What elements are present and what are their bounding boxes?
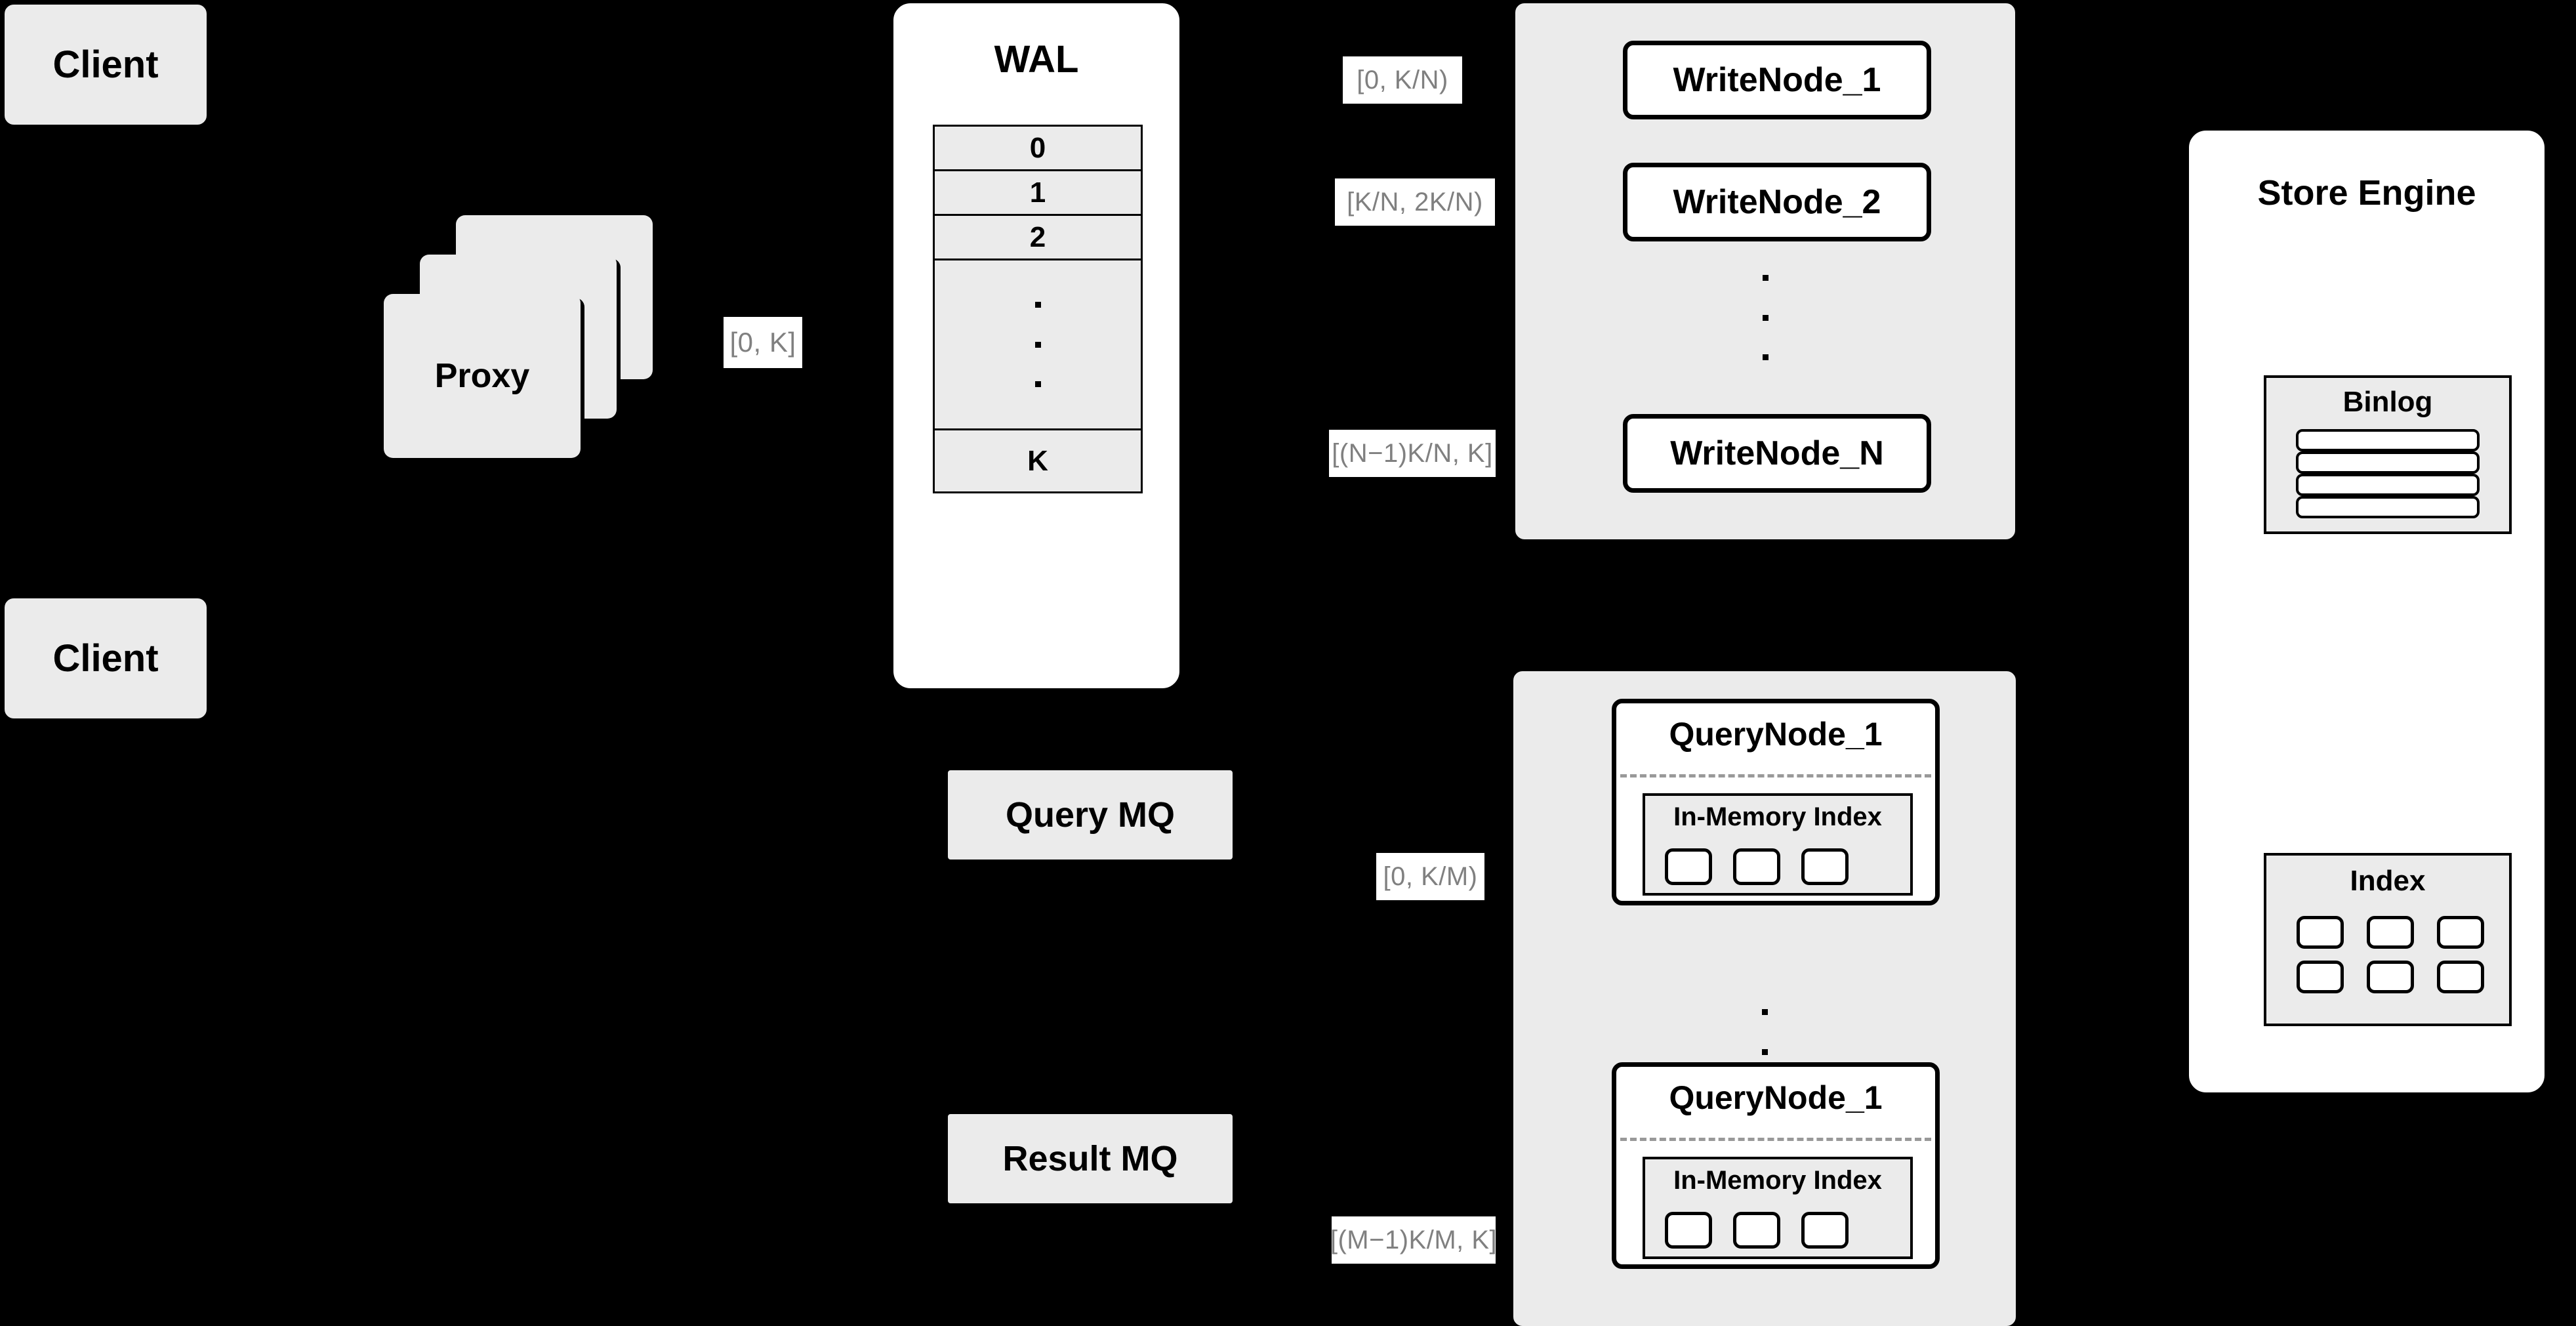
write-node-2-label: WriteNode_2 (1673, 183, 1881, 221)
client-node-1[interactable]: Client (5, 5, 207, 125)
result-mq-node[interactable]: Result MQ (948, 1114, 1233, 1203)
query-node-1-separator (1620, 774, 1931, 777)
ellipsis-dot (1761, 1009, 1768, 1015)
write-cluster-ellipsis (1517, 275, 2014, 360)
edge-label-querynode-1-text: [0, K/M) (1383, 861, 1478, 891)
wal-row-ellipsis (933, 259, 1143, 430)
ellipsis-dot (1761, 1048, 1768, 1055)
write-node-n[interactable]: WriteNode_N (1623, 414, 1931, 493)
ellipsis-dot (1762, 275, 1768, 281)
wal-row-0: 0 (933, 125, 1143, 171)
client-node-1-label: Client (52, 43, 159, 86)
query-node-m-label: QueryNode_1 (1669, 1079, 1883, 1116)
index-cell (1801, 848, 1849, 885)
edge-label-writenode-1-text: [0, K/N) (1357, 65, 1448, 94)
query-node-m-in-memory-index-title: In-Memory Index (1673, 1166, 1882, 1195)
query-node-1-label: QueryNode_1 (1669, 716, 1883, 753)
proxy-stack[interactable]: Proxy (377, 215, 685, 458)
wal-title: WAL (994, 38, 1079, 81)
wal-row-k-label: K (1027, 444, 1048, 477)
edge-label-querynode-m: [(M−1)K/M, K] (1330, 1216, 1498, 1264)
index-cell (2297, 961, 2344, 993)
ellipsis-dot (1034, 381, 1041, 387)
wal-ellipsis-dots (1034, 302, 1041, 387)
ellipsis-dot (1762, 354, 1768, 360)
index-cell (1801, 1212, 1849, 1249)
query-node-m[interactable]: QueryNode_1 In-Memory Index (1612, 1062, 1940, 1269)
edge-label-proxy-to-wal-text: [0, K] (729, 327, 796, 358)
proxy-label: Proxy (434, 357, 530, 395)
query-node-1-in-memory-index-title: In-Memory Index (1673, 802, 1882, 831)
index-cell (2297, 916, 2344, 949)
index-panel: Index (2264, 853, 2512, 1026)
wal-row-2: 2 (933, 214, 1143, 260)
store-engine-panel: Store Engine Binlog Index (2189, 131, 2545, 1092)
binlog-row (2296, 496, 2480, 518)
index-cell (1733, 1212, 1780, 1249)
query-mq-node[interactable]: Query MQ (948, 770, 1233, 860)
write-node-cluster: WriteNode_1 WriteNode_2 WriteNode_N (1515, 3, 2015, 539)
wal-row-0-label: 0 (1029, 131, 1046, 164)
edge-label-querynode-m-text: [(M−1)K/M, K] (1330, 1225, 1498, 1254)
write-node-1[interactable]: WriteNode_1 (1623, 41, 1931, 119)
proxy-card-front[interactable]: Proxy (384, 294, 581, 458)
edge-label-writenode-n: [(N−1)K/N, K] (1329, 430, 1496, 477)
index-cell (2367, 916, 2414, 949)
index-cell (1665, 848, 1712, 885)
index-cell (2437, 916, 2484, 949)
binlog-panel: Binlog (2264, 375, 2512, 534)
query-node-1[interactable]: QueryNode_1 In-Memory Index (1612, 699, 1940, 905)
edge-label-writenode-2: [K/N, 2K/N) (1335, 178, 1495, 226)
query-node-m-separator (1620, 1138, 1931, 1141)
query-node-1-in-memory-index: In-Memory Index (1643, 793, 1913, 896)
wal-row-2-label: 2 (1029, 220, 1046, 253)
index-cell (2367, 961, 2414, 993)
ellipsis-dot (1034, 341, 1041, 348)
edge-label-proxy-to-wal: [0, K] (724, 317, 802, 368)
store-engine-title: Store Engine (2257, 173, 2476, 213)
ellipsis-dot (1034, 302, 1041, 308)
wal-row-1-label: 1 (1029, 176, 1046, 209)
query-node-cluster: QueryNode_1 In-Memory Index QueryNode_1 … (1513, 671, 2016, 1326)
binlog-title: Binlog (2342, 386, 2433, 418)
query-mq-label: Query MQ (1005, 795, 1176, 835)
wal-row-1: 1 (933, 169, 1143, 216)
wal-row-k: K (933, 428, 1143, 493)
query-node-m-in-memory-index: In-Memory Index (1643, 1157, 1913, 1259)
index-cell (1665, 1212, 1712, 1249)
edge-label-writenode-1: [0, K/N) (1343, 56, 1462, 104)
write-node-n-label: WriteNode_N (1670, 434, 1884, 472)
client-node-2-label: Client (52, 637, 159, 680)
binlog-row (2296, 429, 2480, 451)
client-node-2[interactable]: Client (5, 598, 207, 718)
edge-label-writenode-2-text: [K/N, 2K/N) (1347, 187, 1483, 217)
result-mq-label: Result MQ (1002, 1139, 1178, 1178)
edge-label-writenode-n-text: [(N−1)K/N, K] (1332, 438, 1493, 468)
index-cell (2437, 961, 2484, 993)
binlog-row (2296, 451, 2480, 474)
binlog-row (2296, 474, 2480, 496)
ellipsis-dot (1762, 314, 1768, 321)
wal-panel: WAL 0 1 2 K (893, 3, 1179, 688)
edge-label-querynode-1: [0, K/M) (1376, 853, 1484, 900)
write-node-2[interactable]: WriteNode_2 (1623, 163, 1931, 241)
index-cell (1733, 848, 1780, 885)
index-title: Index (2350, 865, 2426, 897)
write-node-1-label: WriteNode_1 (1673, 61, 1881, 99)
